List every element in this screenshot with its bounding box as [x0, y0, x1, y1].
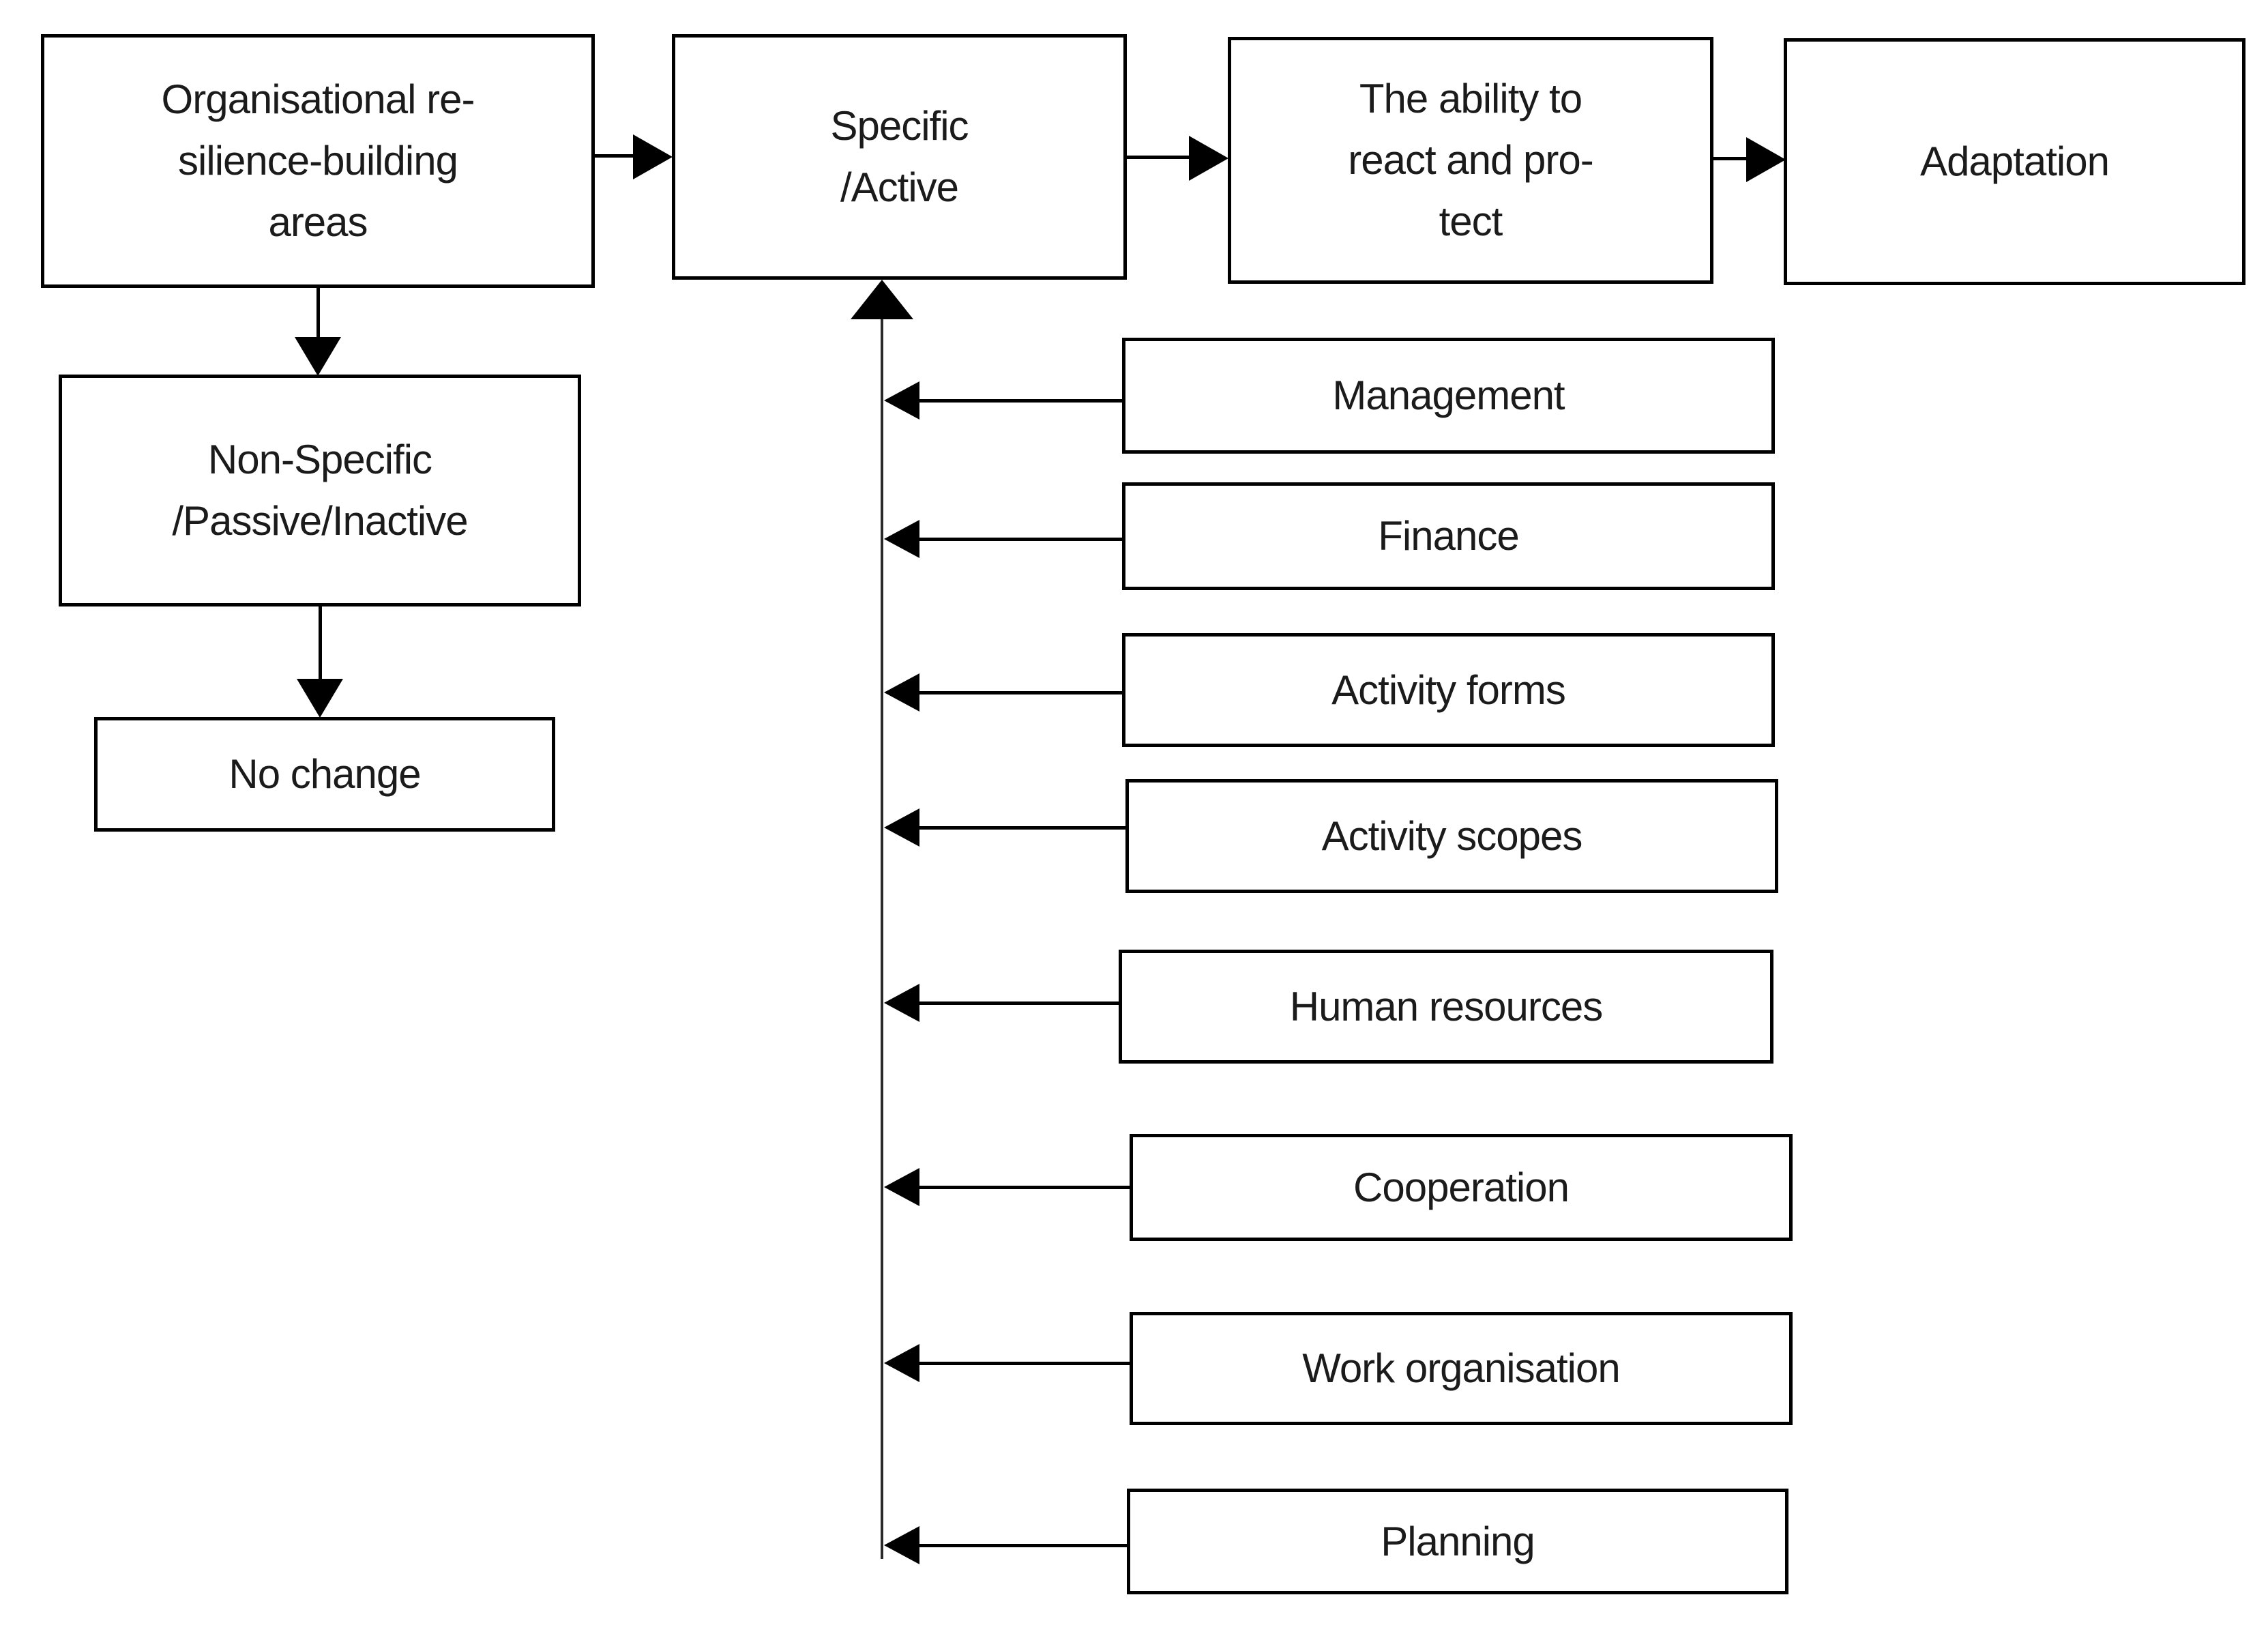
arrowhead-right-ability-to-adaptation	[1746, 137, 1786, 182]
node-organisational-resilience-building-areas: Organisational re- silience-building are…	[41, 34, 595, 288]
arrowhead-right-specific-to-ability	[1189, 136, 1228, 181]
node-non-specific-passive-inactive: Non-Specific /Passive/Inactive	[59, 375, 581, 606]
node-work-organisation: Work organisation	[1130, 1312, 1793, 1425]
node-activity-scopes: Activity scopes	[1125, 779, 1778, 893]
arrow-line-work-organisation-to-trunk	[918, 1362, 1130, 1365]
arrow-line-planning-to-trunk	[918, 1544, 1127, 1547]
arrowhead-right-areas-to-specific	[633, 134, 673, 179]
node-management: Management	[1122, 338, 1775, 454]
arrowhead-left-cooperation	[884, 1168, 919, 1206]
arrow-line-areas-to-specific	[595, 154, 634, 158]
node-activity-forms: Activity forms	[1122, 633, 1775, 747]
node-human-resources: Human resources	[1119, 950, 1773, 1064]
arrowhead-down-nonspecific-to-nochange	[297, 679, 343, 718]
node-no-change: No change	[94, 717, 555, 832]
arrowhead-left-finance	[884, 520, 919, 558]
arrowhead-left-human-resources	[884, 984, 919, 1022]
arrow-line-management-to-trunk	[918, 399, 1122, 403]
node-adaptation: Adaptation	[1784, 38, 2245, 285]
arrow-line-human-resources-to-trunk	[918, 1001, 1119, 1005]
node-ability-to-react-and-protect: The ability to react and pro- tect	[1228, 37, 1713, 284]
arrow-line-activity-scopes-to-trunk	[918, 826, 1125, 830]
arrow-line-finance-to-trunk	[918, 538, 1122, 541]
arrow-line-cooperation-to-trunk	[918, 1186, 1130, 1189]
arrow-line-activity-forms-to-trunk	[918, 691, 1122, 694]
node-specific-active: Specific /Active	[672, 34, 1127, 280]
arrowhead-down-areas-to-nonspecific	[295, 337, 341, 376]
node-finance: Finance	[1122, 482, 1775, 590]
arrowhead-left-management	[884, 381, 919, 420]
node-cooperation: Cooperation	[1130, 1134, 1793, 1241]
node-planning: Planning	[1127, 1489, 1788, 1594]
trunk-line	[881, 318, 883, 1559]
arrow-line-specific-to-ability	[1127, 156, 1190, 159]
arrowhead-up-trunk-to-specific	[851, 280, 913, 319]
arrowhead-left-planning	[884, 1526, 919, 1564]
arrow-line-ability-to-adaptation	[1713, 157, 1748, 160]
arrow-line-areas-to-nonspecific	[316, 288, 320, 340]
arrow-line-nonspecific-to-nochange	[319, 606, 322, 680]
arrowhead-left-work-organisation	[884, 1344, 919, 1382]
arrowhead-left-activity-forms	[884, 673, 919, 712]
arrowhead-left-activity-scopes	[884, 808, 919, 847]
